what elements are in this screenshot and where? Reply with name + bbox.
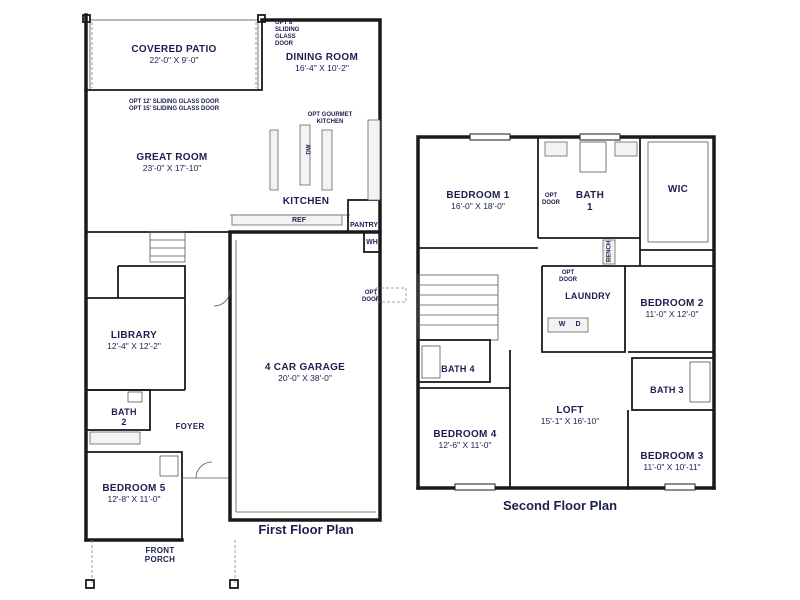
sliding-door-line-1: OPT 8' bbox=[275, 20, 294, 26]
bedroom5-name: BEDROOM 5 bbox=[102, 483, 166, 494]
dishwasher-label: DW bbox=[306, 144, 313, 155]
great-room-name: GREAT ROOM bbox=[136, 152, 208, 163]
first-floor-title: First Floor Plan bbox=[258, 522, 354, 537]
front-porch-line-2: PORCH bbox=[144, 555, 176, 565]
patio-door-note-1: OPT 12' SLIDING GLASS DOOR bbox=[128, 99, 220, 105]
bedroom2-dims: 11'-0" X 12'-0" bbox=[645, 308, 699, 319]
laundry-opt-door-line-1: OPT bbox=[561, 270, 575, 276]
laundry-opt-door-line-2: DOOR bbox=[559, 276, 577, 283]
bedroom3-dims: 11'-0" X 10'-11" bbox=[643, 461, 701, 472]
bath3-name: BATH 3 bbox=[650, 385, 684, 395]
covered-patio-label: COVERED PATIO 22'-0" X 9'-0" bbox=[131, 44, 216, 65]
garage-opt-door-line-2: DOOR bbox=[362, 296, 380, 303]
library-dims: 12'-4" X 12'-2" bbox=[107, 340, 161, 351]
gourmet-line-1: OPT GOURMET bbox=[307, 112, 353, 118]
second-floor-title: Second Floor Plan bbox=[502, 498, 618, 513]
bedroom4-name: BEDROOM 4 bbox=[433, 429, 497, 440]
wic-name: WIC bbox=[667, 184, 689, 195]
garage-name: 4 CAR GARAGE bbox=[264, 362, 346, 373]
bedroom5-label: BEDROOM 5 12'-8" X 11'-0" bbox=[102, 483, 165, 504]
great-room-dims: 23'-0" X 17'-10" bbox=[142, 162, 202, 173]
opt-gourmet-note: OPT GOURMET KITCHEN bbox=[308, 112, 353, 126]
laundry-name: LAUNDRY bbox=[565, 291, 611, 301]
front-porch-line-1: FRONT bbox=[145, 546, 175, 555]
loft-name: LOFT bbox=[556, 405, 584, 416]
bench-label: BENCH bbox=[606, 240, 613, 263]
washer-label: W bbox=[558, 321, 566, 328]
loft-dims: 15'-1" X 16'-10" bbox=[540, 415, 600, 426]
sliding-door-line-3: GLASS bbox=[275, 33, 296, 40]
bedroom1-name: BEDROOM 1 bbox=[446, 190, 510, 201]
sliding-door-line-2: SLIDING bbox=[275, 26, 300, 33]
bedroom2-name: BEDROOM 2 bbox=[640, 298, 704, 309]
bedroom1-dims: 16'-0" X 18'-0" bbox=[451, 200, 505, 211]
covered-patio-name: COVERED PATIO bbox=[131, 44, 217, 55]
ref-label: REF bbox=[292, 217, 306, 224]
loft-label: LOFT 15'-1" X 16'-10" bbox=[541, 405, 599, 426]
laundry-opt-door-note: OPT DOOR bbox=[559, 270, 577, 284]
garage-dims: 20'-0" X 38'-0" bbox=[278, 372, 332, 383]
second-floor-walls bbox=[416, 133, 716, 491]
bath1-opt-door-note: OPT DOOR bbox=[542, 193, 560, 207]
garage-opt-door-note: OPT DOOR bbox=[362, 290, 380, 304]
bath1-opt-door-line-1: OPT bbox=[544, 193, 558, 199]
front-porch-label: FRONT PORCH bbox=[145, 546, 175, 564]
water-heater-label: WH bbox=[366, 239, 378, 246]
bedroom5-dims: 12'-8" X 11'-0" bbox=[107, 493, 161, 504]
foyer-name: FOYER bbox=[175, 422, 205, 431]
patio-door-notes: OPT 12' SLIDING GLASS DOOR OPT 15' SLIDI… bbox=[129, 99, 219, 113]
bath2-number: 2 bbox=[121, 417, 127, 428]
garage-label: 4 CAR GARAGE 20'-0" X 38'-0" bbox=[265, 362, 345, 383]
opt-sliding-door-note: OPT 8' SLIDING GLASS DOOR bbox=[275, 20, 299, 48]
patio-door-note-2: OPT 15' SLIDING GLASS DOOR bbox=[128, 105, 220, 112]
dining-room-name: DINING ROOM bbox=[285, 52, 359, 63]
dining-room-dims: 16'-4" X 10'-2" bbox=[295, 62, 349, 73]
dining-room-label: DINING ROOM 16'-4" X 10'-2" bbox=[286, 52, 358, 73]
bedroom2-label: BEDROOM 2 11'-0" X 12'-0" bbox=[640, 298, 703, 319]
bath1-opt-door-line-2: DOOR bbox=[542, 199, 560, 206]
bath2-label: BATH 2 bbox=[111, 407, 137, 428]
dryer-label: D bbox=[575, 321, 581, 328]
bedroom3-label: BEDROOM 3 11'-0" X 10'-11" bbox=[640, 451, 703, 472]
library-label: LIBRARY 12'-4" X 12'-2" bbox=[107, 330, 161, 351]
bath2-name: BATH bbox=[111, 407, 137, 417]
bedroom1-label: BEDROOM 1 16'-0" X 18'-0" bbox=[446, 190, 509, 211]
bath1-number: 1 bbox=[587, 201, 593, 213]
library-name: LIBRARY bbox=[110, 330, 158, 341]
bath1-name: BATH bbox=[575, 190, 605, 201]
bath1-label: BATH 1 bbox=[576, 190, 604, 213]
sliding-door-line-4: DOOR bbox=[275, 40, 293, 47]
garage-opt-door-line-1: OPT bbox=[364, 290, 378, 296]
bedroom3-name: BEDROOM 3 bbox=[640, 451, 704, 462]
great-room-label: GREAT ROOM 23'-0" X 17'-10" bbox=[136, 152, 207, 173]
kitchen-name: KITCHEN bbox=[282, 196, 330, 207]
gourmet-line-2: KITCHEN bbox=[316, 118, 344, 125]
bath4-name: BATH 4 bbox=[441, 364, 475, 374]
bedroom4-dims: 12'-6" X 11'-0" bbox=[438, 439, 492, 450]
pantry-label: PANTRY bbox=[350, 222, 378, 229]
covered-patio-dims: 22'-0" X 9'-0" bbox=[149, 54, 199, 65]
first-floor-walls bbox=[82, 13, 407, 589]
bedroom4-label: BEDROOM 4 12'-6" X 11'-0" bbox=[433, 429, 496, 450]
